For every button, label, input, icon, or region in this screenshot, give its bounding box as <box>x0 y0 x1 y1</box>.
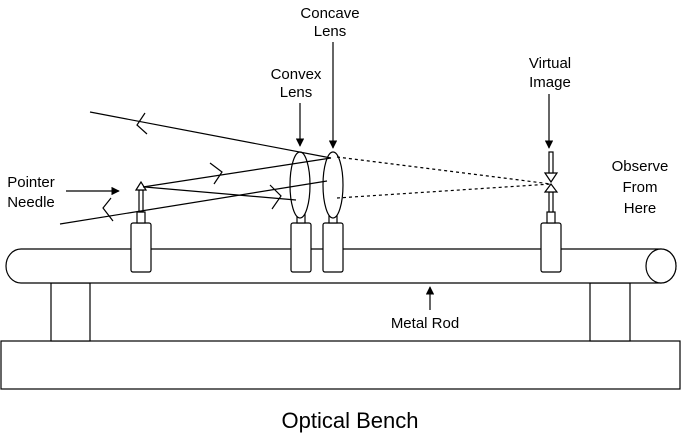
observe-label-line1: Observe <box>612 158 669 175</box>
bench-leg-right <box>589 282 631 342</box>
projection-lower <box>336 183 552 199</box>
concave-lens-label-line2: Lens <box>314 23 347 40</box>
virtual-image-label-line2: Image <box>529 74 571 91</box>
pointer-needle-label-line1: Pointer <box>7 174 55 191</box>
convex-lens-holder <box>290 222 312 273</box>
convex-lens-label-line1: Convex <box>271 66 322 83</box>
bench-leg-left <box>50 282 91 342</box>
concave-lens <box>322 151 344 219</box>
image-stem-upper <box>548 151 554 174</box>
projection-upper <box>336 156 552 185</box>
ray-upper-out <box>142 157 332 188</box>
ray-upper-incoming <box>89 111 332 159</box>
image-tip-lower <box>543 183 559 193</box>
observe-label-line2: From <box>623 179 658 196</box>
virtual-image-label-line1: Virtual <box>529 55 571 72</box>
concave-lens-holder <box>322 222 344 273</box>
image-tip-upper <box>543 172 559 184</box>
needle-clamp <box>136 211 146 224</box>
ray-lower-incoming <box>59 180 328 225</box>
diagram-title: Optical Bench <box>282 408 419 433</box>
metal-rod-label: Metal Rod <box>391 315 459 332</box>
ray-arrow-1 <box>136 112 148 135</box>
needle-tip <box>134 180 148 191</box>
needle-holder <box>130 222 152 273</box>
image-stem-lower <box>548 191 554 213</box>
ray-arrow-2 <box>209 162 223 185</box>
image-clamp <box>546 211 556 224</box>
needle-stem <box>138 189 144 213</box>
convex-lens-label-line2: Lens <box>280 84 313 101</box>
pointer-needle-label-line2: Needle <box>7 194 55 211</box>
ray-arrow-3 <box>102 197 114 222</box>
bench-base <box>0 340 681 390</box>
ray-lower-out <box>144 186 297 201</box>
metal-rod-end <box>645 248 677 284</box>
image-holder <box>540 222 562 273</box>
concave-lens-label-line1: Concave <box>300 5 359 22</box>
observe-label-line3: Here <box>624 200 657 217</box>
ray-arrow-4 <box>269 184 282 210</box>
